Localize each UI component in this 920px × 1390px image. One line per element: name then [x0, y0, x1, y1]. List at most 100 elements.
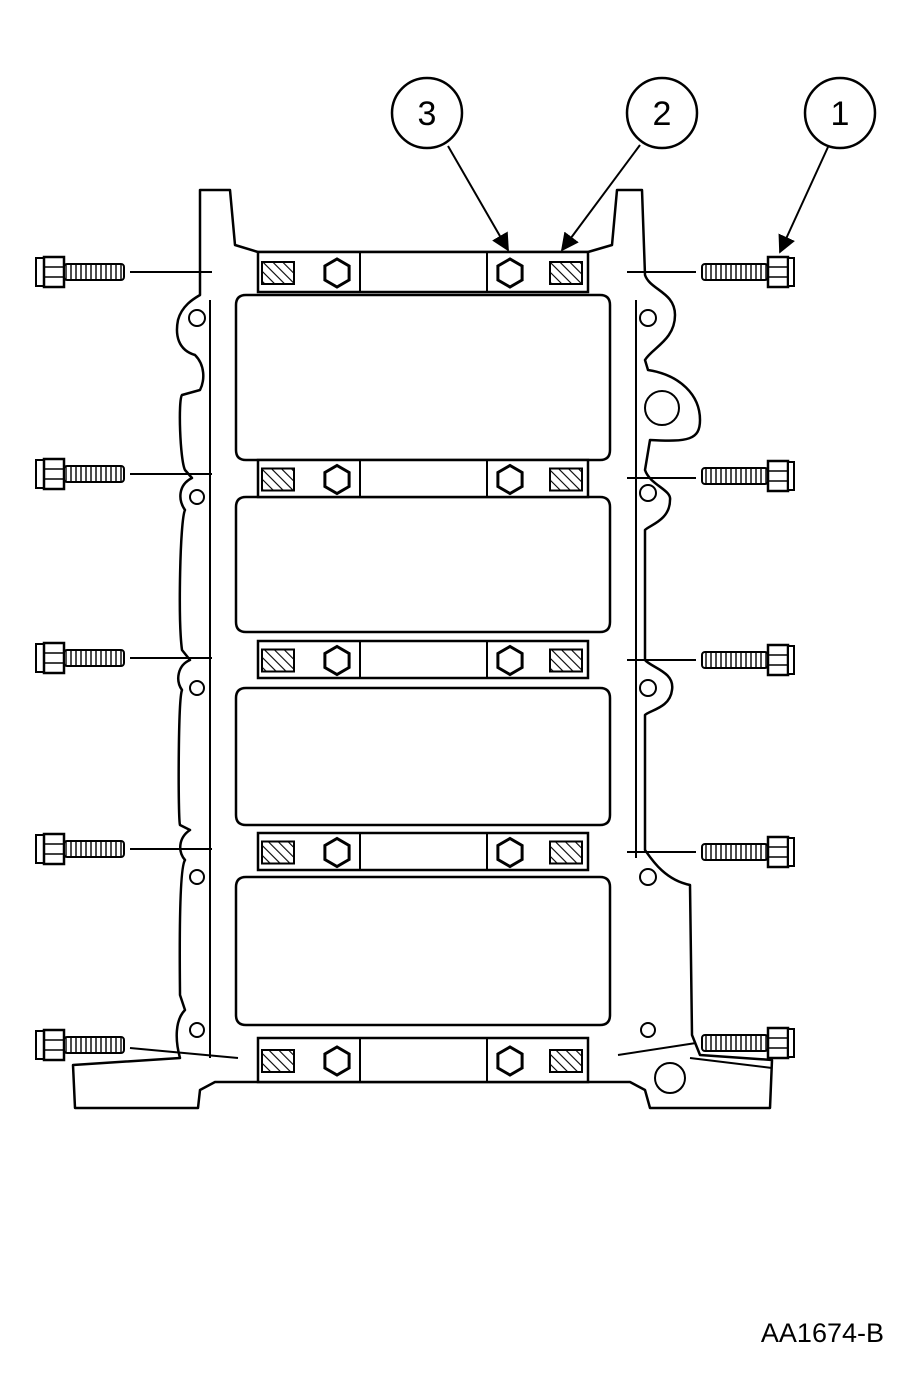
bolt-head — [42, 832, 66, 866]
callout-arrow — [447, 145, 509, 252]
bolt-right-3 — [701, 643, 795, 677]
bolt-shank — [63, 840, 125, 858]
bolt-right-4 — [701, 835, 795, 869]
bolt-shank — [63, 1036, 125, 1054]
dowel-left — [261, 1049, 295, 1073]
large-hole-lower — [654, 1062, 686, 1094]
frame-hole-8 — [639, 868, 657, 886]
callout-number: 2 — [653, 95, 672, 133]
bolt-shank — [701, 467, 769, 485]
frame-window-2 — [234, 495, 612, 634]
cap-bolt-head-right — [496, 257, 524, 289]
dowel-right — [549, 467, 583, 492]
callout-2: 2 — [560, 76, 699, 252]
bearing-caps — [256, 250, 590, 1084]
bolt-shank — [63, 465, 125, 483]
frame-hole-9 — [189, 1022, 205, 1038]
bolt-shank — [701, 1034, 769, 1052]
callout-circle — [625, 76, 699, 150]
callout-arrow — [560, 144, 641, 252]
cap-bolt-head-right — [496, 836, 524, 869]
dowel-left — [261, 648, 295, 673]
leader-right-5 — [617, 1042, 697, 1056]
cap-bolt-head-right — [496, 644, 524, 677]
cap-bolt-head-right — [496, 463, 524, 496]
cap-bolt-head-left — [323, 257, 351, 289]
bolt-shank — [701, 843, 769, 861]
frame-hole-7 — [189, 869, 205, 885]
bolt-flange — [787, 257, 795, 287]
callout-arrow — [778, 146, 829, 254]
callout-1: 1 — [778, 76, 877, 254]
cap-body — [256, 639, 590, 680]
large-hole-upper — [644, 390, 680, 426]
frame-hole-5 — [189, 680, 205, 696]
bolt-flange — [787, 645, 795, 675]
bolt-left-2 — [35, 457, 125, 491]
frame-window-4 — [234, 875, 612, 1027]
bolt-head — [766, 459, 790, 493]
dowel-left — [261, 261, 295, 285]
callouts: 1 2 3 — [390, 76, 877, 254]
bolt-flange — [787, 1028, 795, 1058]
bearing-cap-4 — [256, 831, 590, 872]
callout-3: 3 — [390, 76, 509, 252]
cap-body — [256, 831, 590, 872]
bolt-head — [42, 1028, 66, 1062]
frame-hole-3 — [189, 489, 205, 505]
dowel-right — [549, 840, 583, 865]
dowel-right — [549, 648, 583, 673]
bolt-head — [766, 255, 790, 289]
cap-bolt-head-left — [323, 644, 351, 677]
figure-code: AA1674-B — [760, 1318, 884, 1348]
callout-circle — [390, 76, 464, 150]
callout-circle — [803, 76, 877, 150]
bolt-right-2 — [701, 459, 795, 493]
bolt-shank — [701, 651, 769, 669]
bolt-right-1 — [701, 255, 795, 289]
bolt-shank — [63, 263, 125, 281]
bearing-cap-3 — [256, 639, 590, 680]
cap-bolt-head-left — [323, 836, 351, 869]
leader-right-extra — [689, 1057, 773, 1069]
cap-bolt-head-left — [323, 463, 351, 496]
cap-body — [256, 1036, 590, 1084]
leader-left-5 — [129, 1047, 239, 1059]
bolt-left-4 — [35, 832, 125, 866]
frame-hole-6 — [639, 679, 657, 697]
bolt-left-1 — [35, 255, 125, 289]
bolt-head — [42, 255, 66, 289]
callout-number: 1 — [831, 95, 850, 133]
bolts — [35, 255, 795, 1062]
bolt-leader-lines — [129, 271, 773, 1069]
frame-window-3 — [234, 686, 612, 827]
bolt-right-5 — [701, 1026, 795, 1060]
frame-hole-1 — [188, 309, 206, 327]
frame-window-1 — [234, 293, 612, 462]
dowel-left — [261, 840, 295, 865]
bearing-cap-1 — [256, 250, 590, 294]
cap-bolt-head-left — [323, 1045, 351, 1077]
bolt-head — [766, 1026, 790, 1060]
frame-hole-4 — [639, 484, 657, 502]
bolt-head — [42, 457, 66, 491]
cap-bolt-head-right — [496, 1045, 524, 1077]
dowel-right — [549, 261, 583, 285]
bolt-head — [766, 835, 790, 869]
dowel-left — [261, 467, 295, 492]
cap-body — [256, 250, 590, 294]
bearing-cap-2 — [256, 458, 590, 499]
bolt-left-3 — [35, 641, 125, 675]
bolt-flange — [787, 461, 795, 491]
bolt-shank — [63, 649, 125, 667]
cap-body — [256, 458, 590, 499]
bearing-cap-5 — [256, 1036, 590, 1084]
callout-number: 3 — [418, 95, 437, 133]
frame-details — [188, 300, 686, 1094]
bolt-shank — [701, 263, 769, 281]
bolt-left-5 — [35, 1028, 125, 1062]
bolt-head — [42, 641, 66, 675]
bolt-flange — [787, 837, 795, 867]
dowel-right — [549, 1049, 583, 1073]
